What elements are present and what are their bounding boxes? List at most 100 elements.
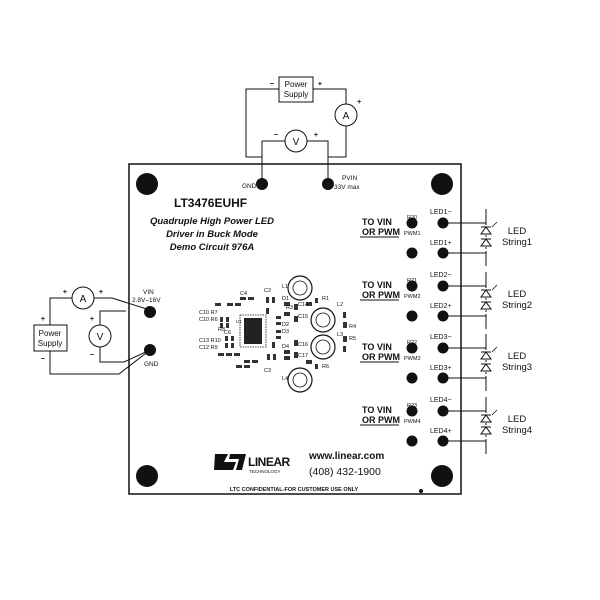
led-plus-terminal-3[interactable] bbox=[406, 372, 418, 384]
left-voltmeter bbox=[88, 324, 112, 348]
footer-dot bbox=[419, 489, 423, 493]
mounting-hole-tr bbox=[431, 173, 453, 195]
logo-subtext: TECHNOLOGY bbox=[249, 469, 281, 474]
led-minus-label-4: LED4− bbox=[430, 397, 452, 404]
label-c3: C3 bbox=[264, 368, 271, 374]
pwm-label-3: PWM3 bbox=[404, 356, 421, 362]
led-minus-terminal-3[interactable] bbox=[406, 342, 418, 354]
led-minus-terminal-4[interactable] bbox=[406, 405, 418, 417]
part-number-title: LT3476EUHF bbox=[174, 196, 247, 210]
gnd-terminal-left[interactable] bbox=[144, 344, 156, 356]
led-diode-icon-4b bbox=[480, 426, 492, 435]
label-c4: C4 bbox=[240, 291, 247, 297]
led-plus-terminal-4[interactable] bbox=[406, 435, 418, 447]
led-minus-terminal-2[interactable] bbox=[406, 280, 418, 292]
left-power-supply-label-2: Supply bbox=[38, 339, 62, 348]
label-r3: R3 bbox=[286, 305, 293, 311]
top-ammeter-plus: + bbox=[357, 97, 362, 106]
top-power-supply-label-1: Power bbox=[285, 80, 308, 89]
led-string-label-1-4: LED bbox=[508, 414, 527, 425]
ic-u1 bbox=[244, 318, 262, 344]
led-diode-icon-2b bbox=[480, 301, 492, 310]
mounting-hole-tl bbox=[136, 173, 158, 195]
inductor-l4 bbox=[287, 367, 313, 393]
label-c6: C6 bbox=[224, 330, 231, 336]
left-ammeter-label: A bbox=[80, 294, 87, 305]
to-vin-label-3: TO VIN bbox=[362, 342, 392, 352]
mounting-hole-bl bbox=[136, 465, 158, 487]
left-vin-wire bbox=[49, 297, 72, 325]
label-d1: D1 bbox=[282, 296, 289, 302]
label-c15: C15 bbox=[298, 314, 308, 320]
led-plus-label-1: LED1+ bbox=[430, 240, 452, 247]
linear-logo-mark bbox=[214, 454, 236, 470]
linear-logo: LINEAR TECHNOLOGY bbox=[214, 454, 291, 474]
led-plus-label-2: LED2+ bbox=[430, 303, 452, 310]
top-voltmeter-minus: − bbox=[274, 130, 279, 139]
pwm-label-4: PWM4 bbox=[404, 419, 421, 425]
led-light-ray-2 bbox=[491, 284, 498, 291]
led-minus-post-3[interactable] bbox=[437, 342, 449, 354]
pvin-terminal[interactable] bbox=[322, 178, 334, 190]
led-minus-post-1[interactable] bbox=[437, 217, 449, 229]
led-minus-label-1: LED1− bbox=[430, 209, 452, 216]
website: www.linear.com bbox=[308, 451, 384, 462]
top-voltmeter-label: V bbox=[293, 137, 300, 148]
or-pwm-label-3: OR PWM bbox=[362, 352, 400, 362]
top-supply-minus: − bbox=[270, 79, 275, 88]
pwm-label-2: PWM2 bbox=[404, 294, 421, 300]
led-string-label-2-2: String2 bbox=[502, 300, 532, 311]
led-plus-terminal-2[interactable] bbox=[406, 310, 418, 322]
top-power-supply-label-2: Supply bbox=[284, 90, 308, 99]
label-r4: R4 bbox=[349, 324, 356, 330]
inductor-l1 bbox=[287, 275, 313, 301]
led-string-label-1-2: LED bbox=[508, 289, 527, 300]
led-minus-post-4[interactable] bbox=[437, 405, 449, 417]
led-string-label-1-1: LED bbox=[508, 226, 527, 237]
led-plus-terminal-1[interactable] bbox=[406, 247, 418, 259]
left-voltmeter-wire-t bbox=[99, 310, 126, 325]
pvin-range-label: 33V max bbox=[334, 184, 360, 191]
led-minus-terminal-1[interactable] bbox=[406, 217, 418, 229]
led-diode-icon-3a bbox=[480, 351, 492, 360]
led-plus-post-1[interactable] bbox=[437, 247, 449, 259]
label-r8: R8 bbox=[218, 327, 225, 333]
label-c2: C2 bbox=[264, 288, 271, 294]
description-line-1: Quadruple High Power LED bbox=[150, 216, 274, 227]
led-plus-post-3[interactable] bbox=[437, 372, 449, 384]
label-l3: L3 bbox=[337, 332, 343, 338]
led-light-ray-4 bbox=[491, 409, 498, 416]
or-pwm-label-4: OR PWM bbox=[362, 415, 400, 425]
label-d4: D4 bbox=[282, 344, 289, 350]
gnd-terminal-top[interactable] bbox=[256, 178, 268, 190]
or-pwm-label-2: OR PWM bbox=[362, 290, 400, 300]
inductor-l3 bbox=[310, 334, 336, 360]
led-string-label-2-4: String4 bbox=[502, 425, 532, 436]
label-d3: D3 bbox=[282, 329, 289, 335]
vin-terminal[interactable] bbox=[144, 306, 156, 318]
top-power-supply-box bbox=[278, 76, 314, 103]
label-r1: R1 bbox=[322, 296, 329, 302]
led-diode-icon-1a bbox=[480, 226, 492, 235]
component-area: L1 L2 L3 L4 U1 bbox=[199, 275, 356, 393]
led-minus-post-2[interactable] bbox=[437, 280, 449, 292]
label-c10r7: C10 R7 bbox=[199, 310, 218, 316]
label-c16: C16 bbox=[298, 342, 308, 348]
led-plus-post-4[interactable] bbox=[437, 435, 449, 447]
left-power-supply-group: Power Supply + − A + + V + − bbox=[33, 286, 151, 375]
label-u1: U1 bbox=[236, 319, 242, 324]
label-l2: L2 bbox=[337, 302, 343, 308]
led-diode-icon-3b bbox=[480, 363, 492, 372]
logo-text: LINEAR bbox=[248, 455, 291, 469]
vin-range-label: 2.8V–16V bbox=[132, 297, 161, 304]
left-power-supply-box bbox=[33, 324, 68, 352]
left-voltmeter-plus: + bbox=[90, 314, 95, 323]
led-minus-label-3: LED3− bbox=[430, 334, 452, 341]
led-plus-post-2[interactable] bbox=[437, 310, 449, 322]
top-voltmeter bbox=[284, 129, 308, 153]
pwm-label-1: PWM1 bbox=[404, 231, 421, 237]
